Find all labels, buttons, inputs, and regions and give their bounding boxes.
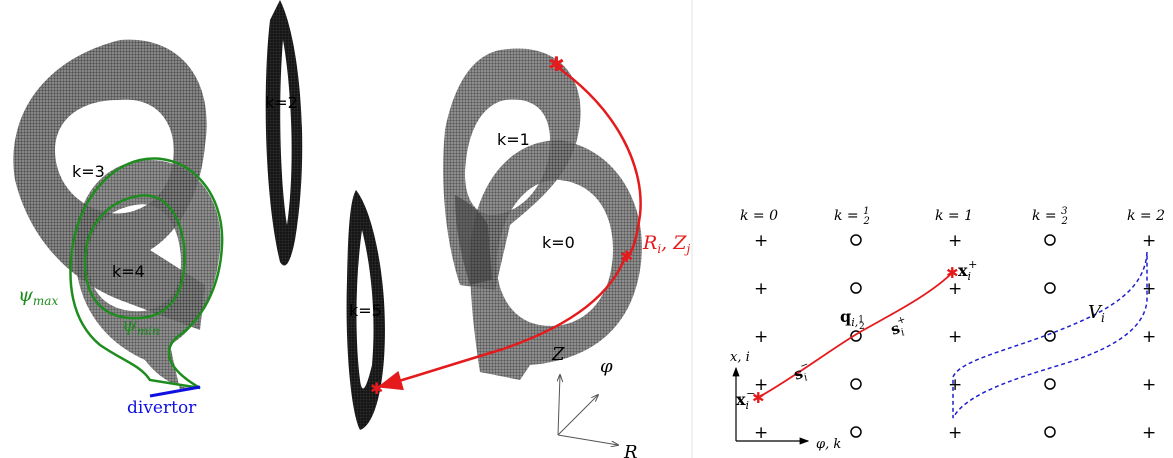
grid-node-circle <box>850 378 862 390</box>
label-divertor: divertor <box>127 398 197 418</box>
grid-node-circle <box>1044 378 1056 390</box>
axis-label-phi: φ <box>600 356 613 377</box>
grid-node-circle <box>1044 330 1056 342</box>
label-volume: Vi <box>1088 302 1105 325</box>
field-line <box>377 62 642 391</box>
label-k1: k=1 <box>497 130 530 149</box>
slice-k3-mesh <box>13 39 207 331</box>
k-label-0: k = 0 <box>740 208 778 224</box>
grid-node-plus: + <box>754 327 768 347</box>
label-k0: k=0 <box>542 233 575 252</box>
grid-node-circle <box>1044 234 1056 246</box>
grid-node-circle <box>850 330 862 342</box>
grid-node-plus: + <box>1142 327 1156 347</box>
label-k3: k=3 <box>72 162 105 181</box>
field-line-start-marker: ✱ <box>548 52 565 76</box>
divertor-line <box>149 385 201 398</box>
axis-label-vertical: x, i <box>730 350 750 365</box>
grid-node-circle <box>1044 282 1056 294</box>
x-plus-marker: ✱ <box>946 264 959 282</box>
volume-outline <box>952 251 1148 419</box>
coordinate-triad: Z φ R <box>551 344 638 458</box>
grid-node-plus: + <box>1142 231 1156 251</box>
k-label-1: k = 1 <box>935 208 973 224</box>
k-label-2: k = 2 <box>1127 208 1165 224</box>
axis-label-r: R <box>623 442 638 458</box>
poloidal-slices-panel: ✱ ✱ ✱ k=3 k=4 k=2 k=1 k=0 k=5 ψmax ψmin … <box>13 0 690 458</box>
slice-overlap <box>455 195 492 285</box>
grid-nodes: + + + + + + + + + + + + + + + <box>754 231 1156 443</box>
grid-node-plus: + <box>754 375 768 395</box>
slice-k5-mesh <box>346 190 385 430</box>
grid-node-plus: + <box>948 279 962 299</box>
label-ri-zj: Ri, Zj <box>642 232 690 256</box>
axis-label-z: Z <box>551 344 565 365</box>
label-psi-max: ψmax <box>18 284 58 308</box>
label-s-plus: si+ <box>888 314 912 341</box>
grid-node-plus: + <box>754 423 768 443</box>
label-x-plus: xi+ <box>958 258 977 283</box>
flux-tube-curve <box>758 271 954 398</box>
grid-node-plus: + <box>948 231 962 251</box>
x-minus-marker: ✱ <box>752 389 765 407</box>
grid-node-circle <box>850 426 862 438</box>
grid-node-plus: + <box>1142 375 1156 395</box>
grid-node-plus: + <box>948 375 962 395</box>
label-k5: k=5 <box>349 301 382 320</box>
grid-node-circle <box>850 234 862 246</box>
label-k2: k=2 <box>265 93 298 112</box>
label-k4: k=4 <box>112 262 145 281</box>
grid-node-plus: + <box>754 231 768 251</box>
grid-node-plus: + <box>754 279 768 299</box>
slice-k2-mesh <box>265 0 303 266</box>
grid-node-plus: + <box>948 327 962 347</box>
grid-node-plus: + <box>948 423 962 443</box>
grid-node-plus: + <box>1142 279 1156 299</box>
grid-node-circle <box>1044 426 1056 438</box>
slice-k0-mesh <box>470 140 642 380</box>
field-line-end-marker: ✱ <box>370 379 383 398</box>
axis-label-horizontal: φ, k <box>816 437 841 452</box>
psi-min-surface <box>83 194 186 320</box>
field-line-mid-marker: ✱ <box>620 247 633 266</box>
grid-node-circle <box>850 282 862 294</box>
label-x-minus: xi− <box>736 387 755 412</box>
grid-node-plus: + <box>1142 423 1156 443</box>
